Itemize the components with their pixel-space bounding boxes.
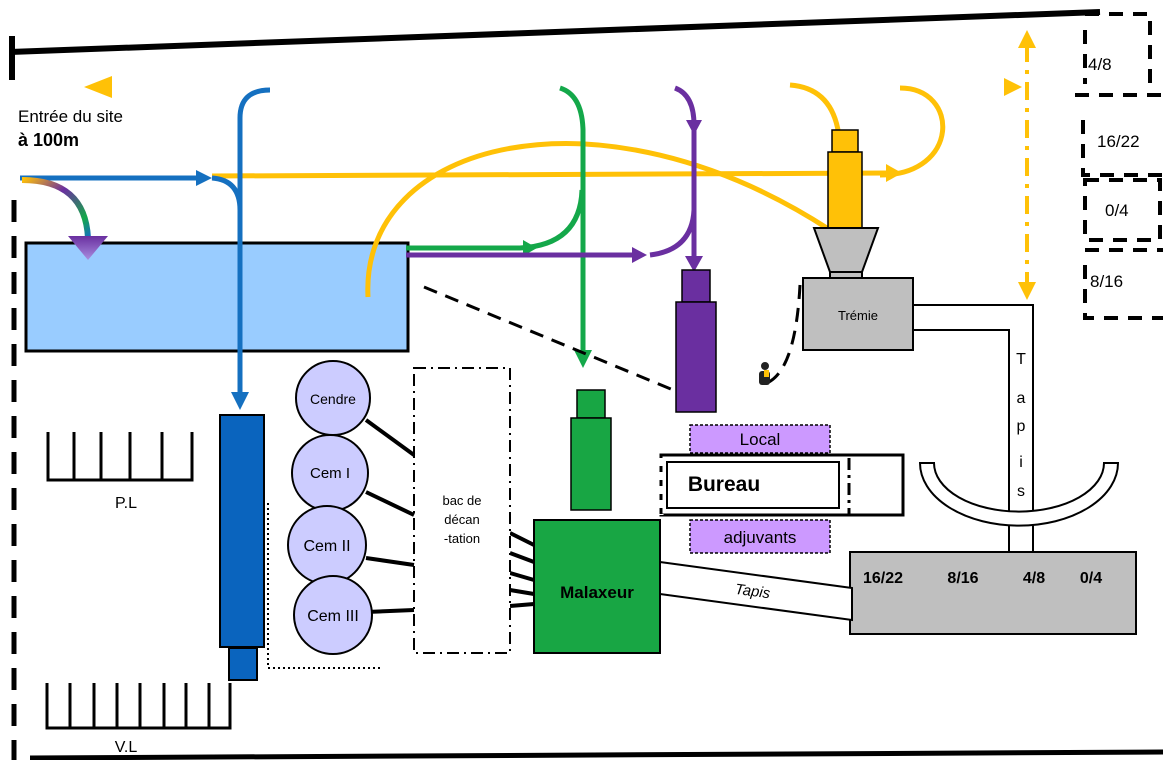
entry-route — [20, 170, 212, 260]
hopper-box — [802, 277, 914, 351]
diagonal-conveyor: Tapis — [659, 560, 853, 622]
office-block: Local Bureau adjuvants — [658, 424, 905, 554]
arrow-up-icon — [1018, 30, 1036, 48]
bureau-label: Bureau — [688, 473, 760, 496]
tank-label: -tation — [444, 531, 480, 546]
mixer-label: Malaxeur — [560, 583, 634, 602]
arrow-down-icon — [68, 236, 108, 260]
green-route — [406, 85, 592, 368]
tank-label: décan — [444, 512, 479, 527]
bin-label: 16/22 — [863, 570, 903, 587]
entrance-distance: à 100m — [18, 130, 79, 150]
parking-vl-label: V.L — [115, 739, 138, 756]
site-entrance-label: Entrée du site à 100m — [18, 107, 123, 150]
purple-silo — [675, 269, 717, 413]
stockpile-bays: 4/8 16/22 0/4 8/16 — [1075, 12, 1163, 320]
mixer: Malaxeur — [509, 519, 661, 654]
worker-icon — [759, 362, 770, 385]
silo-label: Cem I — [310, 465, 350, 482]
top-route — [84, 76, 1022, 98]
arrow-left-icon — [84, 76, 112, 98]
bin-label: 4/8 — [1023, 570, 1045, 587]
silo-label: Cem III — [307, 608, 359, 625]
belt-letter: p — [1017, 418, 1026, 435]
silo-label: Cendre — [310, 391, 356, 407]
settling-tank: bac de décan -tation — [413, 367, 511, 654]
stockpile-label: 4/8 — [1088, 55, 1112, 74]
bin-label: 8/16 — [947, 570, 978, 587]
bin-label: 0/4 — [1080, 570, 1102, 587]
stockpile-label: 8/16 — [1090, 272, 1123, 291]
water-basin — [24, 241, 410, 353]
tank-label: bac de — [442, 493, 481, 508]
parking-pl: P.L — [46, 432, 194, 512]
belt-letter: T — [1016, 351, 1026, 368]
purple-route — [406, 85, 703, 272]
stockpile-label: 0/4 — [1105, 201, 1129, 220]
blue-column — [219, 414, 382, 681]
adjuvants-label: adjuvants — [724, 528, 797, 547]
arrow-right-icon — [1004, 78, 1022, 96]
local-label: Local — [740, 430, 781, 449]
silo-cem-3 — [293, 575, 373, 655]
blue-route — [211, 87, 271, 410]
site-boundary — [9, 9, 1163, 760]
parking-pl-label: P.L — [115, 495, 137, 512]
loader-bucket — [918, 462, 1120, 527]
silo-connectors — [364, 418, 416, 614]
stockpile-axis — [1018, 30, 1036, 300]
belt-label: Tapis — [734, 581, 772, 603]
belt-letter: s — [1017, 483, 1025, 500]
dashed-fence — [423, 284, 802, 394]
stockpile-label: 16/22 — [1097, 132, 1140, 151]
hopper-label: Trémie — [838, 308, 878, 323]
arrow-down-icon — [1018, 282, 1036, 300]
belt-letter: i — [1019, 454, 1023, 471]
cement-silos: Cendre Cem I Cem II Cem III — [287, 360, 373, 655]
silo-label: Cem II — [303, 538, 350, 555]
hopper-unit: Trémie — [802, 129, 914, 351]
green-silo — [570, 389, 612, 511]
entrance-text: Entrée du site — [18, 107, 123, 126]
yellow-route — [211, 82, 946, 298]
belt-letter: a — [1017, 390, 1026, 407]
parking-vl: V.L — [45, 683, 232, 756]
aggregate-bins: 16/22 8/16 4/8 0/4 — [849, 551, 1137, 635]
